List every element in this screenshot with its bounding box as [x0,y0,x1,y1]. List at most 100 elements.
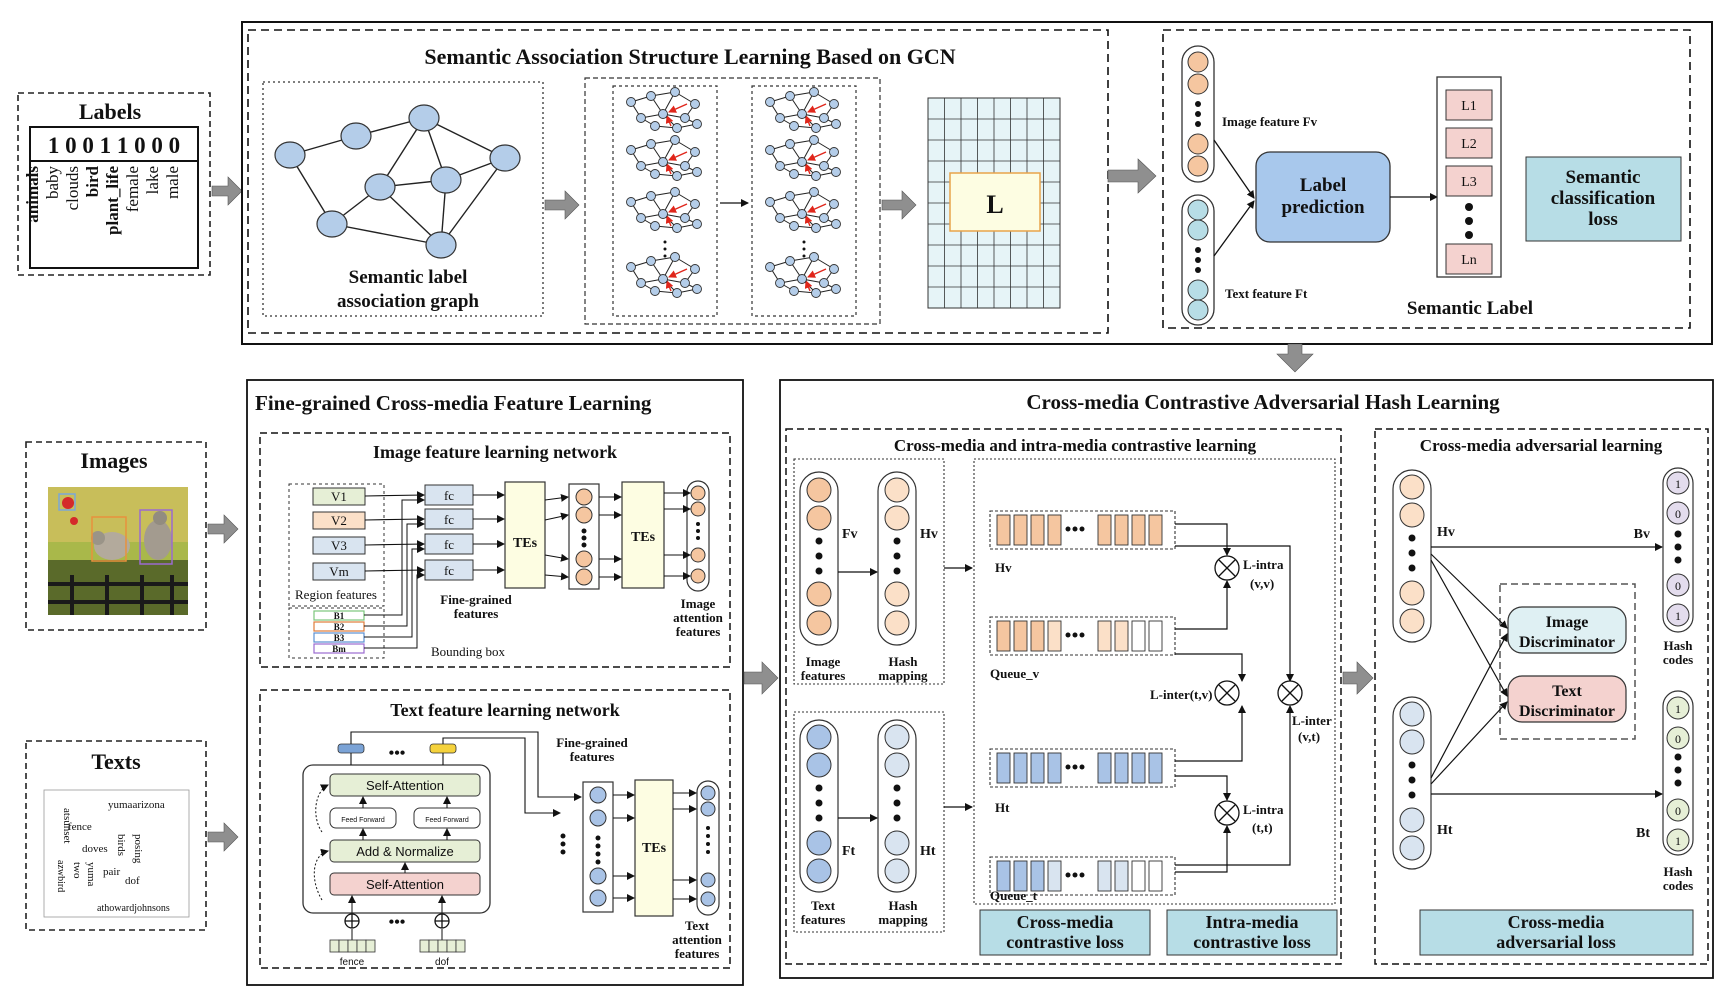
hv-label: Hv [920,527,938,542]
text-features-1: Text [811,898,836,913]
graph-caption-2: association graph [337,291,479,312]
cross-loss-1: Cross-media [1017,912,1114,932]
label-bits: 1 0 0 1 1 0 0 0 [48,133,180,158]
bbox-label: Bm [332,644,346,654]
gray-arrow-to-adversarial [1342,661,1374,695]
hash-codes-t-2: codes [1663,878,1693,893]
token-fence: fence [340,957,365,968]
feature-queues [989,510,1176,896]
contrastive-section: Cross-media Contrastive Adversarial Hash… [779,379,1714,979]
hash-codes-v-2: codes [1663,652,1693,667]
label-name: female [123,166,142,212]
bt-label: Bt [1636,826,1650,841]
hash-bit: 1 [1675,834,1681,848]
img-att-1: Image [681,596,716,611]
sem-loss-2: classification [1551,188,1656,209]
cloud-word: atsunset [61,808,73,843]
hash-bit: 0 [1675,579,1681,593]
semantic-label-box: Ln [1461,253,1477,268]
cloud-word: posing [132,834,144,864]
semantic-label-box: L3 [1461,175,1477,190]
hash-bit: 0 [1675,732,1681,746]
fine-grained-title: Fine-grained Cross-media Feature Learnin… [255,391,652,415]
txt-att-1: Text [685,918,710,933]
matrix-highlight [949,172,1041,232]
queue-hv-label: Hv [995,560,1012,575]
queue-ht-label: Ht [995,800,1010,815]
queue-v-label: Queue_v [990,666,1040,681]
feed-forward-1: Feed Forward [341,817,385,824]
text-feature-ft: Text feature Ft [1225,286,1308,301]
fv-label: Fv [842,527,858,542]
cloud-word: two [71,862,83,879]
fg-features-2: features [454,606,499,621]
label-name: clouds [63,166,82,210]
gcn-section: Semantic Association Structure Learning … [247,29,1109,334]
intra-loss-1: Intra-media [1206,912,1299,932]
label-prediction-1: Label [1300,175,1346,196]
adv-loss-1: Cross-media [1508,912,1605,932]
hash-codes-t-1: Hash [1664,864,1694,879]
ft-label: Ft [842,844,856,859]
cloud-word: azwbird [55,860,66,892]
labels-title: Labels [79,99,142,124]
cloud-word: dof [125,875,140,887]
adv-hv-label: Hv [1437,525,1455,540]
self-attention-top: Self-Attention [366,778,444,793]
hash-mapping-4: mapping [878,912,928,927]
img-disc-1: Image [1546,614,1589,631]
l-inter-vt-2: (v,t) [1298,729,1320,744]
sem-loss-3: loss [1588,209,1618,230]
image-feature-fv: Image feature Fv [1222,114,1318,129]
gray-arrow-down [1276,343,1314,373]
region-label: V2 [331,513,347,528]
l-inter-vt-1: L-inter [1292,713,1332,728]
region-label: V1 [331,489,347,504]
gray-arrow-to-contrastive [743,661,779,695]
semantic-label-box: L2 [1461,137,1477,152]
region-label: V3 [331,538,347,553]
semantic-label-caption: Semantic Label [1407,298,1533,319]
image-features-1: Image [806,654,841,669]
tes-label-1: TEs [513,536,538,551]
label-name: bird [83,165,102,197]
hash-bit: 1 [1675,702,1681,716]
images-title: Images [80,448,148,473]
hash-mapping-1: Hash [889,654,919,669]
hash-bit: 0 [1675,507,1681,521]
hash-mapping-3: Hash [889,898,919,913]
cross-loss-2: contrastive loss [1006,932,1123,952]
tes-label-3: TEs [642,841,667,856]
img-disc-2: Discriminator [1519,634,1615,651]
self-attention-bottom: Self-Attention [366,877,444,892]
txt-att-3: features [675,946,720,961]
text-net-title: Text feature learning network [390,700,619,720]
text-features-2: features [801,912,846,927]
queue-t-label: Queue_t [990,888,1038,903]
label-name: lake [143,166,162,194]
hash-bit: 1 [1675,609,1681,623]
tf-dots-2: ••• [389,914,406,931]
matrix-label: L [986,190,1003,219]
bbox-label: B1 [334,611,345,621]
contrastive-title: Cross-media Contrastive Adversarial Hash… [1026,390,1500,414]
image-net-title: Image feature learning network [373,442,617,462]
bv-label: Bv [1634,527,1650,542]
texts-title: Texts [91,749,141,774]
img-att-2: attention [673,610,724,625]
fc-label: fc [444,512,454,527]
txt-disc-2: Discriminator [1519,703,1615,720]
gray-arrow-to-pred [1107,158,1157,194]
cloud-word: yumaarizona [108,799,165,811]
label-prediction-2: prediction [1281,197,1364,218]
semantic-label-box: L1 [1461,99,1477,114]
